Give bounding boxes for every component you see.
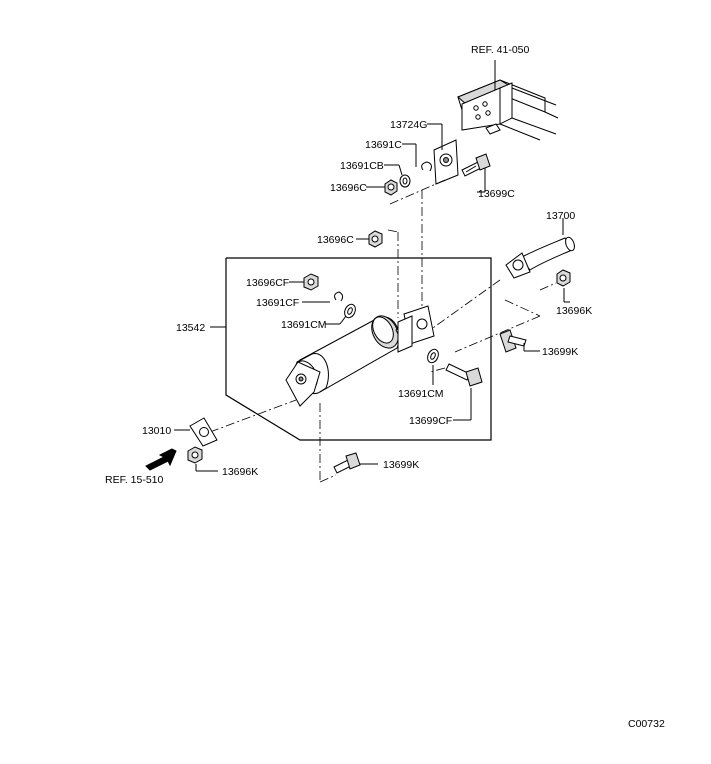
- label-13699CF: 13699CF: [409, 415, 452, 427]
- ref-15-510[interactable]: REF. 15-510: [105, 474, 164, 486]
- bolt-13699K-lower: [333, 452, 361, 474]
- washer-13691CM-lower: [427, 348, 439, 364]
- label-13699K-lower: 13699K: [383, 459, 419, 471]
- washer-13691CB: [399, 174, 411, 188]
- label-13700: 13700: [546, 210, 575, 222]
- label-13010: 13010: [142, 425, 171, 437]
- gasket-13010: [189, 417, 218, 447]
- label-13699C: 13699C: [478, 188, 515, 200]
- muffler-13542: [285, 305, 435, 407]
- bolt-13699C: [461, 153, 491, 177]
- frame-bracket: [457, 79, 559, 141]
- nut-13696K-right: [556, 269, 571, 287]
- label-13696K-lower: 13696K: [222, 466, 258, 478]
- label-13691CB: 13691CB: [340, 160, 384, 172]
- front-pipe-13700: [505, 236, 575, 279]
- label-13696CF: 13696CF: [246, 277, 289, 289]
- clip-13691C: [421, 161, 432, 172]
- figure-code: C00732: [628, 718, 665, 730]
- label-13724G: 13724G: [390, 119, 427, 131]
- washer-13691CM-upper: [344, 303, 356, 319]
- clip-13691CF: [334, 291, 344, 302]
- label-13691CM-lower: 13691CM: [398, 388, 444, 400]
- label-13691C: 13691C: [365, 139, 402, 151]
- hanger-13724G: [433, 139, 459, 185]
- bolt-13699CF: [445, 363, 483, 387]
- label-13696K-right: 13696K: [556, 305, 592, 317]
- label-13691CM-upper: 13691CM: [281, 319, 327, 331]
- bolt-13699K-right: [499, 329, 527, 353]
- assembly-box-13542: [225, 257, 492, 441]
- ref-41-050[interactable]: REF. 41-050: [471, 44, 530, 56]
- direction-arrow-icon: [145, 448, 177, 471]
- label-13696C-lower: 13696C: [317, 234, 354, 246]
- label-13696C-upper: 13696C: [330, 182, 367, 194]
- label-13542: 13542: [176, 322, 205, 334]
- label-13699K-right: 13699K: [542, 346, 578, 358]
- label-13691CF: 13691CF: [256, 297, 299, 309]
- nut-13696CF: [303, 273, 319, 291]
- nut-13696K-lower: [187, 446, 203, 464]
- nut-13696C-lower: [368, 230, 383, 248]
- nut-13696C-upper: [384, 179, 398, 196]
